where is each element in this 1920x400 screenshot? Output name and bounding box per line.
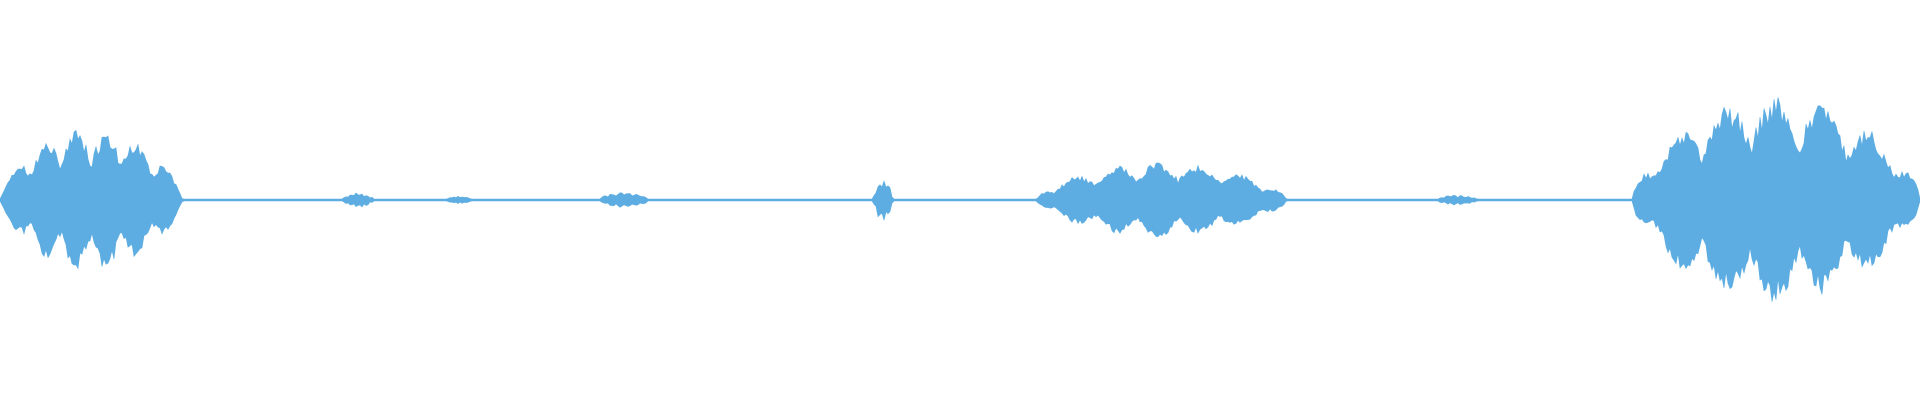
waveform-envelope [0,97,1920,302]
